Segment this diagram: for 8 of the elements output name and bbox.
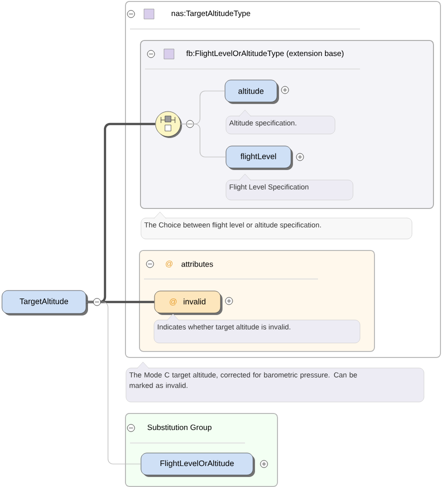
element-box: altitude <box>224 80 279 104</box>
element-box: TargetAltitude <box>2 290 88 316</box>
connector-line <box>180 124 226 158</box>
attribute-box: @ invalid <box>154 290 222 315</box>
connector-line <box>86 302 142 464</box>
element-box: flightLevel <box>226 146 293 170</box>
element-box: FlightLevelOrAltitude <box>140 452 255 477</box>
connector-line <box>86 300 154 304</box>
